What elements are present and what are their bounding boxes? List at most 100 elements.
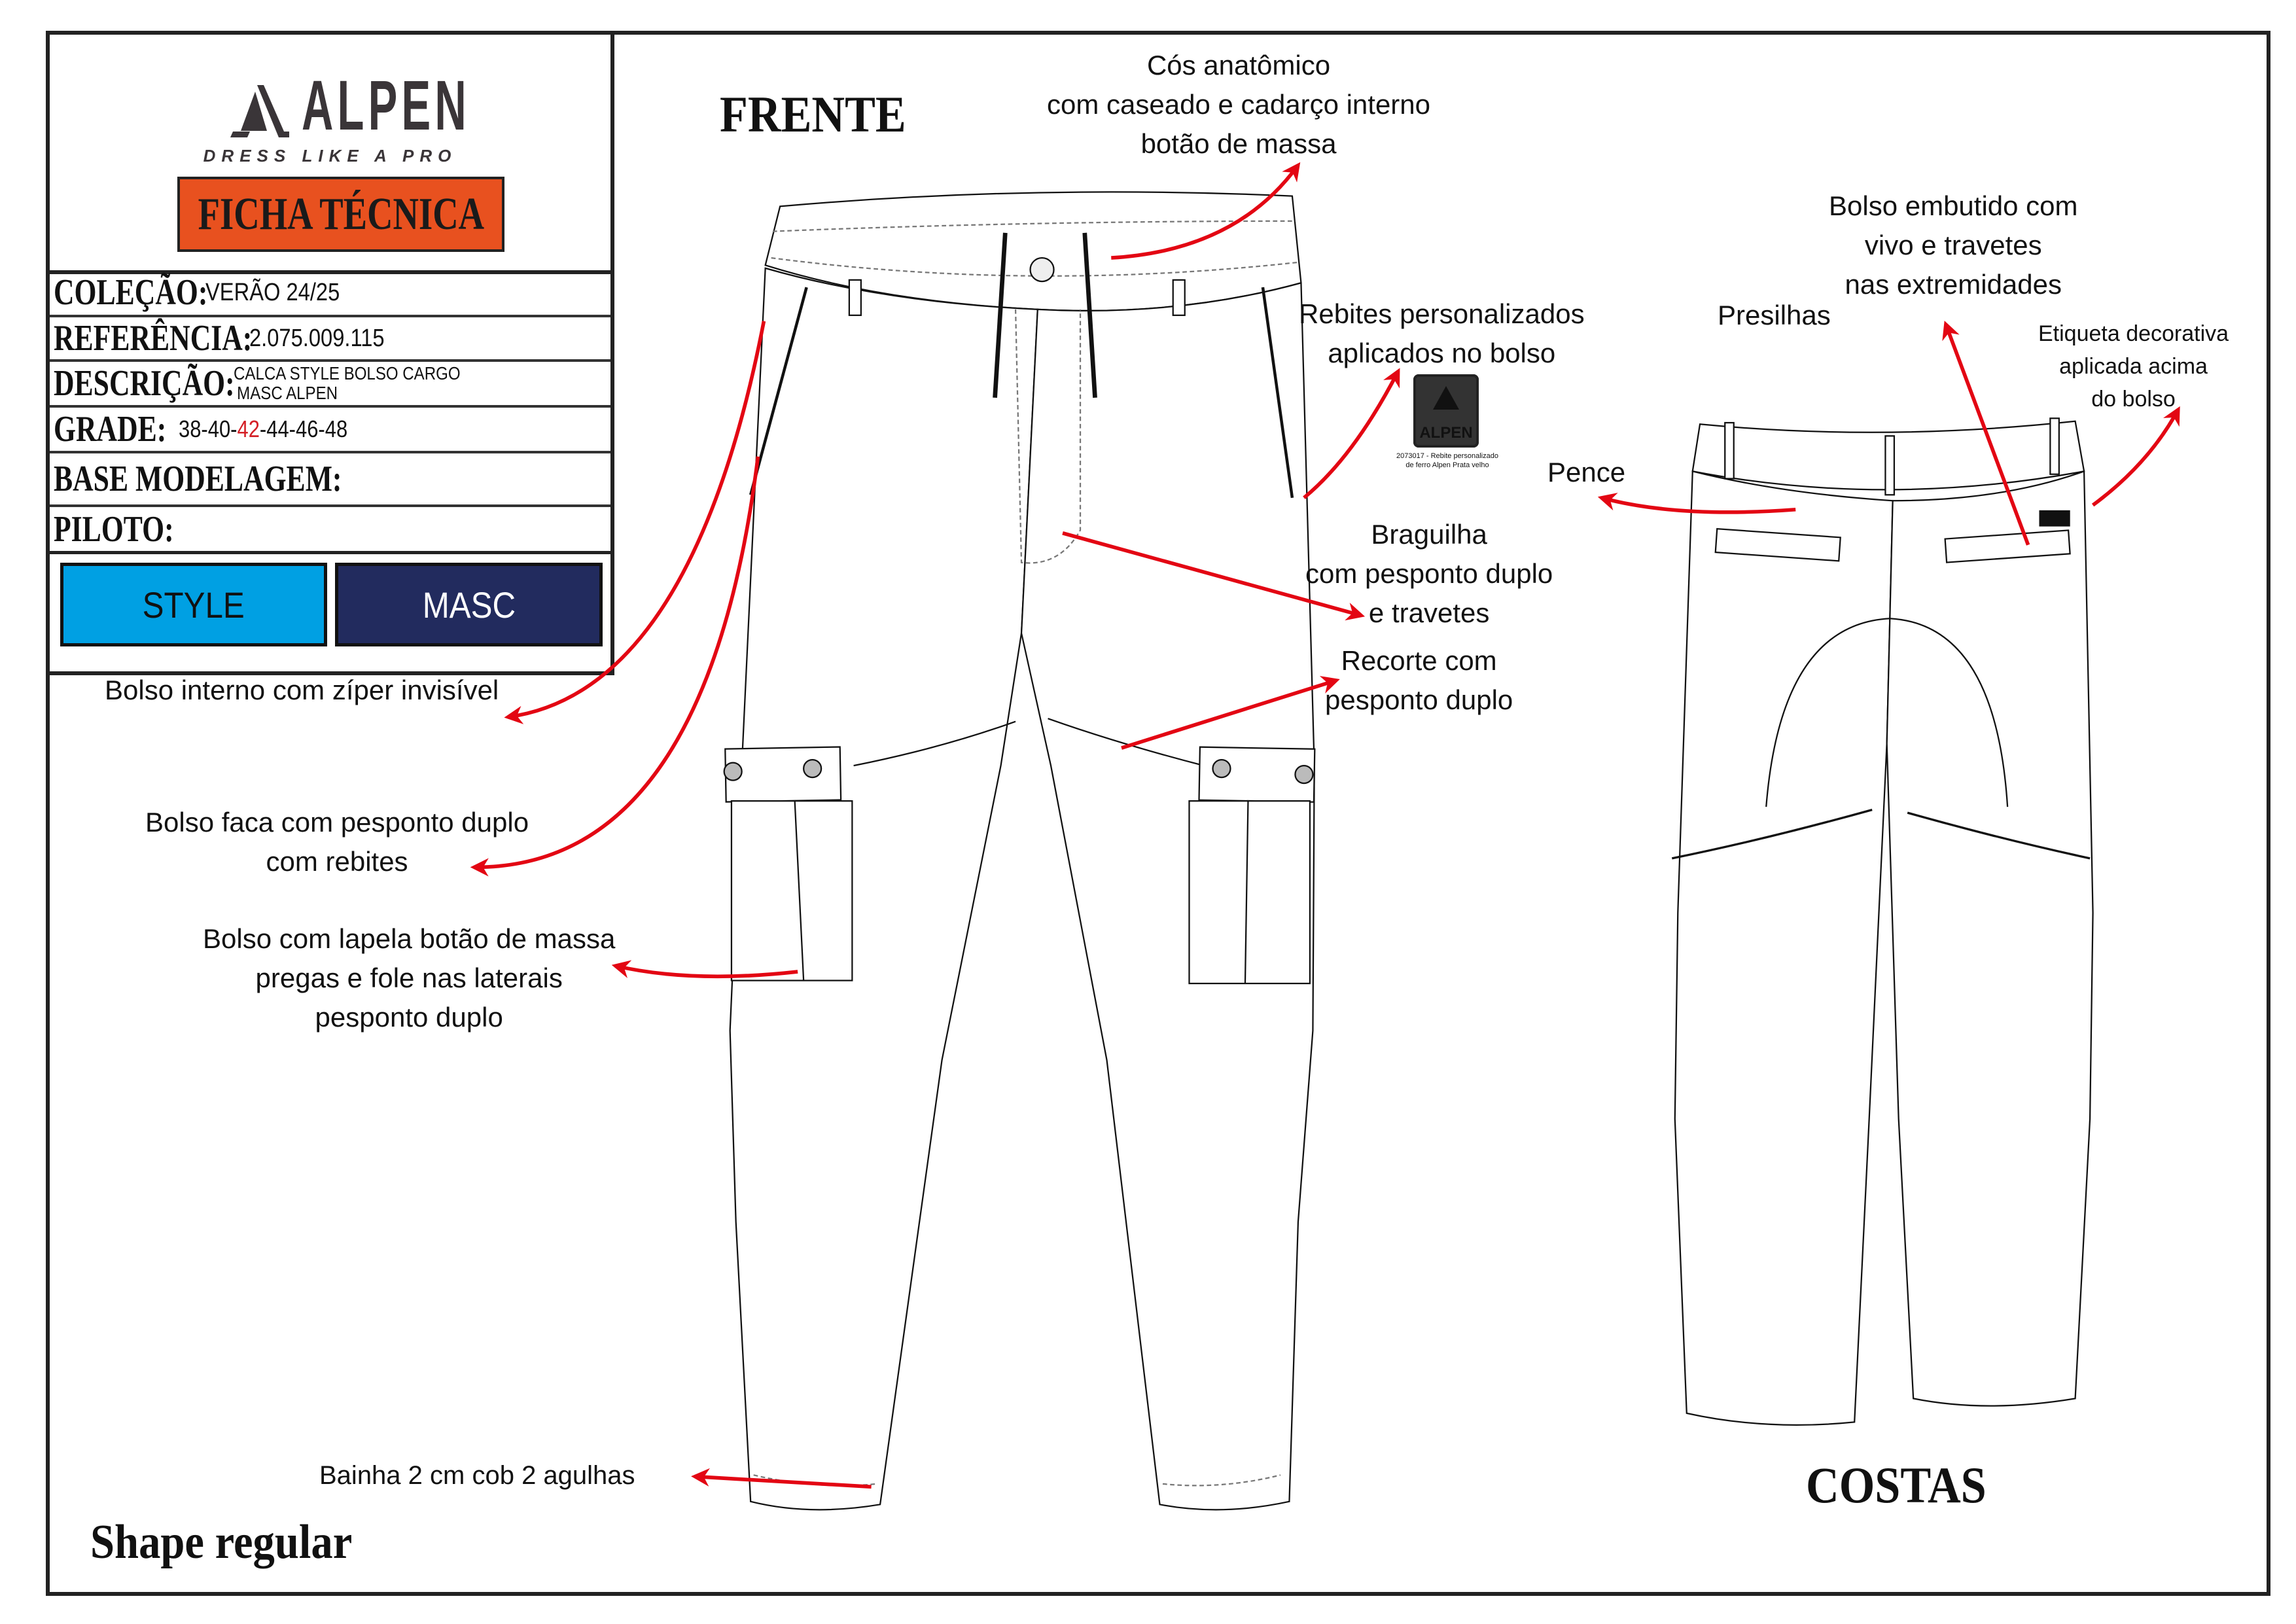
arrow-etiqueta: [2091, 406, 2180, 507]
value-colecao: VERÃO 24/25: [205, 278, 340, 306]
rivet-mountain-icon: [1433, 386, 1459, 410]
row-referencia: REFERÊNCIA: 2.075.009.115: [50, 317, 610, 362]
note-etiqueta: Etiqueta decorativa aplicada acima do bo…: [2038, 317, 2229, 415]
front-button: [1029, 256, 1055, 283]
arrow-bolso-faca: [470, 456, 760, 877]
note-braguilha-line: e travetes: [1368, 597, 1490, 628]
note-bolso-lapela-line: pesponto duplo: [315, 1002, 503, 1033]
note-bolso-lapela-line: Bolso com lapela botão de massa: [203, 923, 616, 954]
note-cos-line: com caseado e cadarço interno: [1047, 89, 1431, 120]
annotation-arrows: [470, 162, 2180, 1489]
note-bolso-faca-line: Bolso faca com pesponto duplo: [145, 807, 529, 838]
grade-sizes-after: -44-46-48: [259, 415, 348, 442]
row-descricao: DESCRIÇÃO: CALCA STYLE BOLSO CARGO MASC …: [50, 362, 610, 408]
note-recorte-line: pesponto duplo: [1325, 684, 1513, 715]
note-rebites-line: Rebites personalizados: [1299, 298, 1585, 329]
label-referencia: REFERÊNCIA:: [54, 318, 253, 359]
note-recorte-line: Recorte com: [1341, 645, 1497, 676]
arrow-bolso-interno: [504, 321, 766, 724]
rivet-photo: ALPEN: [1413, 374, 1479, 448]
info-panel: ALPEN DRESS LIKE A PRO FICHA TÉCNICA COL…: [46, 31, 614, 675]
note-bolso-lapela: Bolso com lapela botão de massa pregas e…: [203, 919, 615, 1037]
back-right-pocket: [1944, 529, 2071, 563]
label-grade: GRADE:: [54, 409, 167, 450]
arrow-rebites: [1303, 368, 1400, 499]
arrow-bolso-lapela: [611, 960, 798, 979]
front-right-leg: [1020, 281, 1315, 1511]
note-bolso-embutido-line: nas extremidades: [1845, 269, 2062, 300]
row-colecao: COLEÇÃO: VERÃO 24/25: [50, 270, 610, 317]
shape-label: Shape regular: [90, 1515, 353, 1569]
back-left-pocket: [1714, 527, 1841, 562]
note-cos-line: Cós anatômico: [1146, 50, 1331, 80]
note-bolso-embutido: Bolso embutido com vivo e travetes nas e…: [1829, 186, 2078, 304]
value-grade: 38-40-42-44-46-48: [179, 415, 347, 443]
note-etiqueta-line: aplicada acima: [2059, 354, 2208, 379]
sheet-frame: [46, 31, 2270, 1596]
tag-style: STYLE: [60, 563, 327, 646]
arrow-cos: [1111, 162, 1301, 260]
right-cargo-pocket: [1188, 746, 1316, 985]
rivet-caption-line-1: 2073017 - Rebite personalizado: [1396, 452, 1498, 460]
decorative-label: [2039, 510, 2070, 527]
note-bainha-line: Bainha 2 cm cob 2 agulhas: [319, 1461, 635, 1490]
row-piloto: PILOTO:: [50, 507, 610, 554]
note-braguilha-line: com pesponto duplo: [1305, 558, 1553, 589]
back-yoke: [1765, 618, 2009, 807]
back-left-leg: [1674, 470, 1894, 1426]
rivet-caption: 2073017 - Rebite personalizado de ferro …: [1382, 451, 1513, 470]
label-base-modelagem: BASE MODELAGEM:: [54, 459, 342, 499]
row-grade: GRADE: 38-40-42-44-46-48: [50, 408, 610, 453]
note-rebites: Rebites personalizados aplicados no bols…: [1299, 294, 1585, 373]
front-view-title: FRENTE: [720, 86, 906, 143]
sheet-title: FICHA TÉCNICA: [198, 188, 484, 239]
value-referencia: 2.075.009.115: [249, 324, 385, 352]
note-bolso-lapela-line: pregas e fole nas laterais: [255, 962, 563, 993]
note-recorte: Recorte com pesponto duplo: [1325, 641, 1513, 720]
label-descricao: DESCRIÇÃO:: [54, 363, 235, 404]
left-cargo-pocket: [723, 746, 853, 981]
arrow-bainha: [691, 1468, 872, 1489]
sheet-title-badge: FICHA TÉCNICA: [177, 177, 504, 252]
back-pants: [1671, 417, 2094, 1426]
descricao-line-2: MASC ALPEN: [236, 383, 338, 403]
note-braguilha-line: Braguilha: [1371, 519, 1487, 550]
back-view-title: COSTAS: [1806, 1456, 1987, 1513]
note-rebites-line: aplicados no bolso: [1328, 338, 1556, 368]
tag-masc: MASC: [335, 563, 603, 646]
front-pants: [723, 191, 1316, 1511]
front-fly: [1014, 309, 1082, 564]
arrow-bolso-embutido: [1942, 321, 2030, 546]
note-pence: Pence: [1547, 453, 1625, 492]
rivet-caption-line-2: de ferro Alpen Prata velho: [1405, 461, 1489, 469]
tag-style-label: STYLE: [142, 584, 245, 626]
rivet-brand: ALPEN: [1419, 424, 1473, 442]
row-base-modelagem: BASE MODELAGEM:: [50, 453, 610, 507]
note-bolso-faca-line: com rebites: [266, 846, 408, 877]
brand-name: ALPEN: [302, 65, 470, 145]
note-presilhas-line: Presilhas: [1718, 300, 1831, 330]
note-etiqueta-line: Etiqueta decorativa: [2038, 321, 2229, 346]
descricao-line-1: CALCA STYLE BOLSO CARGO: [233, 363, 461, 383]
note-bolso-embutido-line: Bolso embutido com: [1829, 190, 2078, 221]
note-bolso-interno-line: Bolso interno com zíper invisível: [105, 675, 499, 705]
value-descricao: CALCA STYLE BOLSO CARGO MASC ALPEN: [234, 364, 461, 403]
note-etiqueta-line: do bolso: [2091, 387, 2176, 412]
note-cos-line: botão de massa: [1140, 128, 1337, 159]
arrow-pence: [1597, 493, 1796, 514]
note-braguilha: Braguilha com pesponto duplo e travetes: [1305, 515, 1553, 633]
note-cos: Cós anatômico com caseado e cadarço inte…: [1047, 46, 1430, 164]
arrow-braguilha: [1062, 531, 1366, 621]
grade-size-highlight: 42: [237, 415, 260, 442]
tag-masc-label: MASC: [422, 584, 516, 626]
brand-logo: ALPEN: [228, 69, 574, 141]
note-bolso-interno: Bolso interno com zíper invisível: [105, 671, 499, 710]
grade-sizes-before: 38-40-: [178, 415, 238, 442]
note-presilhas: Presilhas: [1718, 296, 1831, 335]
arrow-recorte: [1121, 676, 1340, 750]
note-bolso-embutido-line: vivo e travetes: [1864, 230, 2042, 260]
note-bolso-faca: Bolso faca com pesponto duplo com rebite…: [145, 803, 529, 881]
label-colecao: COLEÇÃO:: [54, 272, 208, 313]
